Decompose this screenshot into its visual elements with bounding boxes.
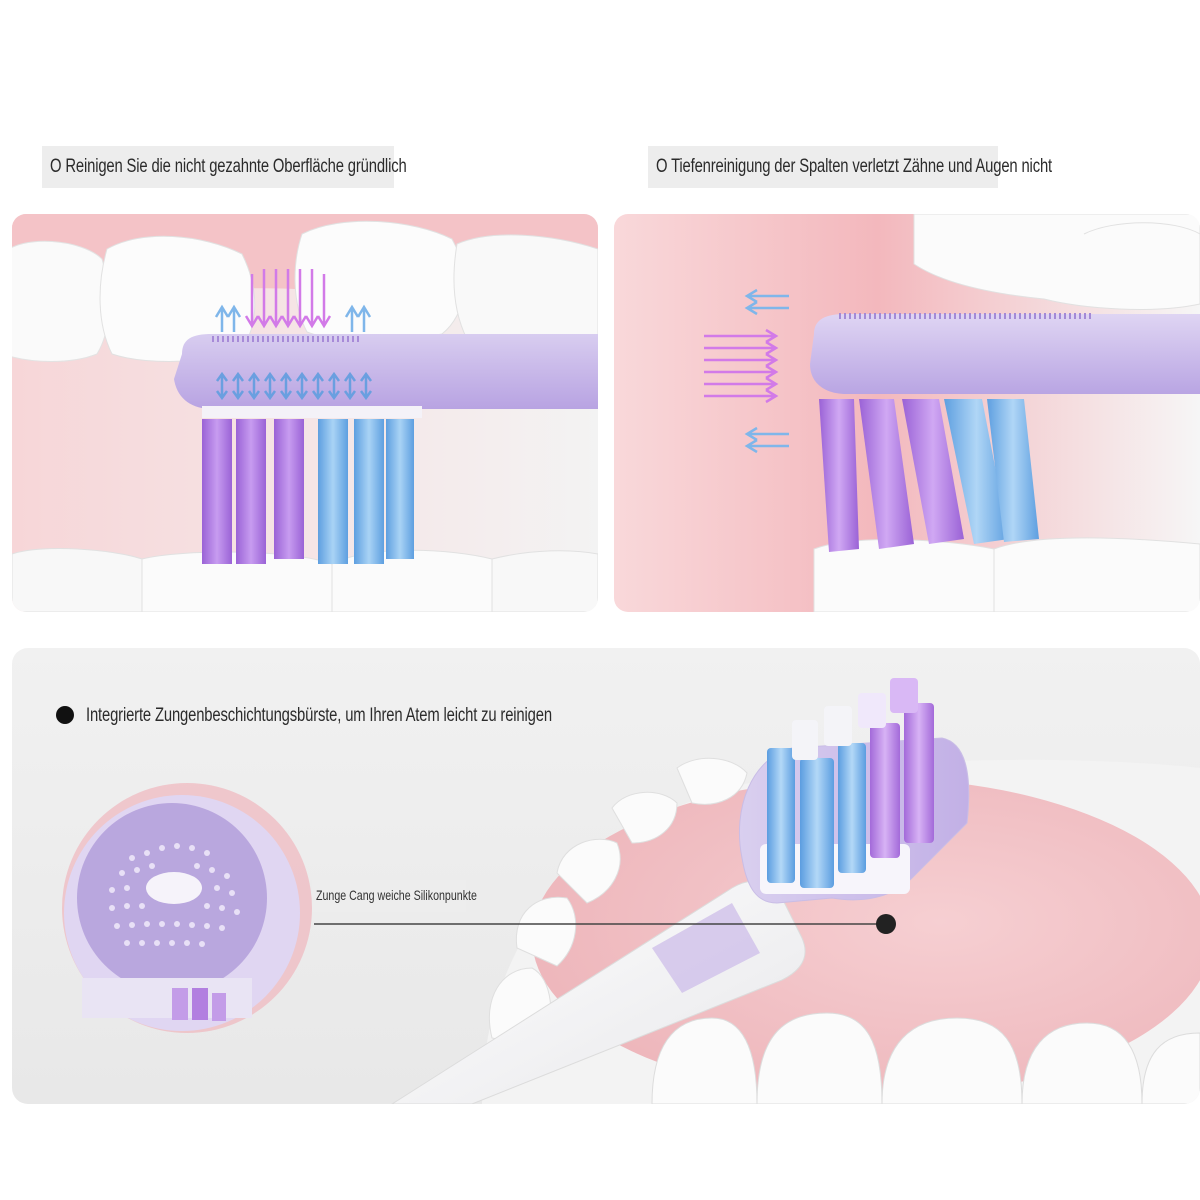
- bullet-dot: [56, 706, 74, 724]
- caption-surface-cleaning: O Reinigen Sie die nicht gezahnte Oberfl…: [50, 156, 407, 177]
- caption-gap-cleaning: O Tiefenreinigung der Spalten verletzt Z…: [656, 156, 1052, 177]
- callout-label-background: [312, 880, 466, 912]
- caption-background-right: [648, 146, 998, 188]
- callout-silicone-dots: Zunge Cang weiche Silikonpunkte: [316, 887, 477, 903]
- surface-cleaning-illustration: [12, 214, 598, 612]
- caption-background-left: [42, 146, 394, 188]
- tongue-brush-illustration: [12, 648, 1200, 1104]
- caption-tongue-brush: Integrierte Zungenbeschichtungsbürste, u…: [86, 705, 552, 726]
- gap-cleaning-illustration: [614, 214, 1200, 612]
